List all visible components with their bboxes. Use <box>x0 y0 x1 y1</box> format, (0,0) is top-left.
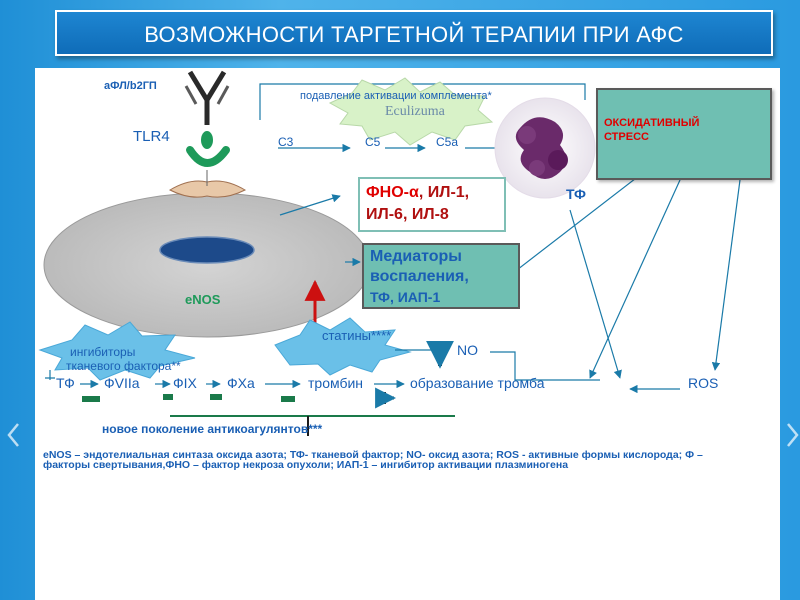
tf-right-label: ТФ <box>566 186 586 202</box>
statins-starburst <box>274 317 412 376</box>
inhibit-marker-fxa <box>281 396 295 402</box>
title-box: ВОЗМОЖНОСТИ ТАРГЕТНОЙ ТЕРАПИИ ПРИ АФС <box>55 10 773 56</box>
enos-label: eNOS <box>185 292 221 307</box>
cytokines-box: ФНО-α, ИЛ-1, ИЛ-6, ИЛ-8 <box>358 177 506 232</box>
statins-label: статины**** <box>322 328 392 343</box>
mediators-line1: Медиаторы <box>370 248 462 265</box>
mediators-line3: ТФ, ИАП-1 <box>370 289 441 305</box>
oxidative-stress-label: ОКСИДАТИВНЫЙ СТРЕСС <box>604 117 700 143</box>
no-label: NO <box>457 342 478 358</box>
cascade-thrombus: образование тромба <box>410 375 545 391</box>
tf-inhibitors-line1: ингибиторы <box>70 345 136 359</box>
cascade-fix: ФIX <box>173 375 197 391</box>
endothelial-cell <box>43 192 371 338</box>
inhibit-marker-fviia <box>163 394 173 400</box>
inhibitors-starburst <box>38 321 196 381</box>
tf-inhibitors-line2: тканевого фактора** <box>66 359 181 373</box>
antibody-label: аФЛ/b2ГП <box>104 80 157 92</box>
anticoagulants-label: новое поколение антикоагулянтов*** <box>102 422 323 436</box>
nav-prev-icon[interactable] <box>6 422 20 448</box>
eculizumab-label: Eculizuma <box>385 104 445 119</box>
cascade-fviia: ФVIIa <box>104 375 140 391</box>
ros-label: ROS <box>688 375 719 391</box>
oxidative-stress-box: ОКСИДАТИВНЫЙ СТРЕСС <box>596 88 772 180</box>
c5a-label: C5a <box>436 135 459 149</box>
inhibit-marker-tf <box>82 396 100 402</box>
page-title: ВОЗМОЖНОСТИ ТАРГЕТНОЙ ТЕРАПИИ ПРИ АФС <box>144 22 684 47</box>
cascade-tf: ТФ <box>56 375 75 391</box>
cytokines-il1: , ИЛ-1, <box>418 184 470 201</box>
receptor-icon <box>186 146 230 167</box>
neutrophil-icon <box>494 97 596 199</box>
cell-nucleus <box>159 236 255 264</box>
mediators-box: Медиаторы воспаления, ТФ, ИАП-1 <box>362 243 520 309</box>
starburst-icon <box>328 77 494 146</box>
platelet-shape <box>168 180 247 198</box>
footnote: eNOS – эндотелиальная синтаза оксида азо… <box>43 449 703 471</box>
cytokines-tnf: ФНО-α <box>366 184 419 201</box>
antibody-icon <box>184 70 230 125</box>
c3-label: C3 <box>278 135 294 149</box>
cascade-thrombin: тромбин <box>308 375 364 391</box>
cytokines-line2: ИЛ-6, ИЛ-8 <box>366 206 449 223</box>
complement-suppression-label: подавление активации комплемента* <box>300 90 492 102</box>
mediators-line2: воспаления, <box>370 268 469 285</box>
nav-next-icon[interactable] <box>786 422 800 448</box>
tlr4-label: TLR4 <box>133 128 170 145</box>
c5-label: C5 <box>365 135 381 149</box>
cascade-fxa: ФХа <box>227 375 255 391</box>
inhibit-marker-fix <box>210 394 222 400</box>
